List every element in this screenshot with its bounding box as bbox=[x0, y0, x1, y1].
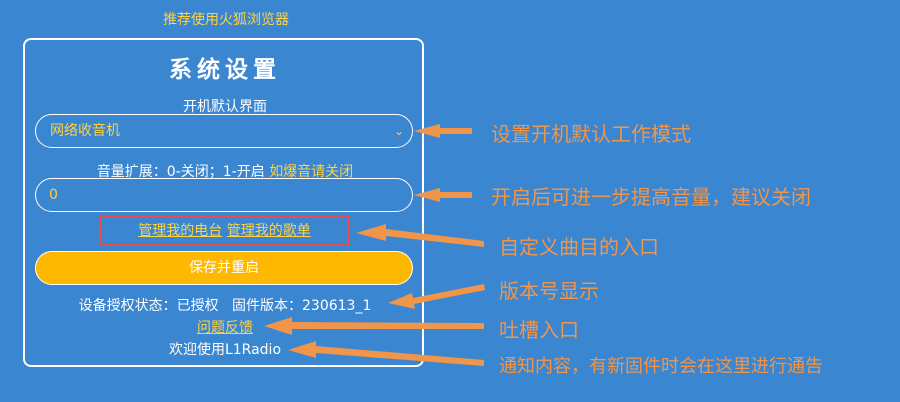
arrow-notice-icon bbox=[288, 341, 484, 366]
arrow-startup-icon bbox=[414, 124, 472, 138]
arrow-volume-icon bbox=[414, 188, 472, 202]
auth-status: 设备授权状态：已授权 bbox=[78, 298, 219, 314]
notice-text: 欢迎使用L1Radio bbox=[168, 342, 282, 358]
annotation-version: 版本号显示 bbox=[499, 279, 599, 303]
device-status: 设备授权状态：已授权 固件版本：230613_1 bbox=[0, 295, 450, 315]
annotation-feedback: 吐槽入口 bbox=[499, 318, 579, 342]
startup-mode-label: 开机默认界面 bbox=[183, 99, 267, 115]
annotation-volume: 开启后可进一步提高音量，建议关闭 bbox=[491, 185, 811, 209]
arrow-custom-icon bbox=[356, 224, 484, 247]
firmware-version: 固件版本：230613_1 bbox=[232, 298, 372, 314]
volume-label-text: 音量扩展：0-关闭；1-开启 bbox=[96, 164, 270, 180]
annotation-startup: 设置开机默认工作模式 bbox=[491, 122, 691, 146]
feedback-link[interactable]: 问题反馈 bbox=[197, 320, 253, 336]
arrow-version-icon bbox=[388, 284, 485, 309]
volume-expansion-input[interactable]: 0 bbox=[35, 178, 413, 212]
manage-playlist-link[interactable]: 管理我的歌单 bbox=[226, 223, 311, 239]
settings-panel bbox=[23, 38, 424, 367]
save-restart-button[interactable]: 保存并重启 bbox=[35, 251, 413, 285]
startup-mode-select[interactable]: 网络收音机 ⌄ bbox=[35, 114, 413, 148]
volume-label: 音量扩展：0-关闭；1-开启 如爆音请关闭 bbox=[0, 161, 450, 181]
chevron-down-icon: ⌄ bbox=[393, 124, 404, 138]
startup-mode-value: 网络收音机 bbox=[50, 123, 120, 139]
manage-stations-link[interactable]: 管理我的电台 bbox=[138, 223, 223, 239]
arrow-feedback-icon bbox=[264, 317, 484, 335]
page-title: 系统设置 bbox=[169, 57, 281, 83]
annotation-custom: 自定义曲目的入口 bbox=[499, 235, 659, 259]
manage-links-highlight: 管理我的电台 管理我的歌单 bbox=[100, 216, 349, 246]
feedback-row: 问题反馈 bbox=[0, 317, 450, 337]
volume-warning: 如爆音请关闭 bbox=[269, 164, 354, 180]
browser-recommendation: 推荐使用火狐浏览器 bbox=[163, 12, 289, 28]
annotation-notice: 通知内容，有新固件时会在这里进行通告 bbox=[499, 356, 823, 377]
